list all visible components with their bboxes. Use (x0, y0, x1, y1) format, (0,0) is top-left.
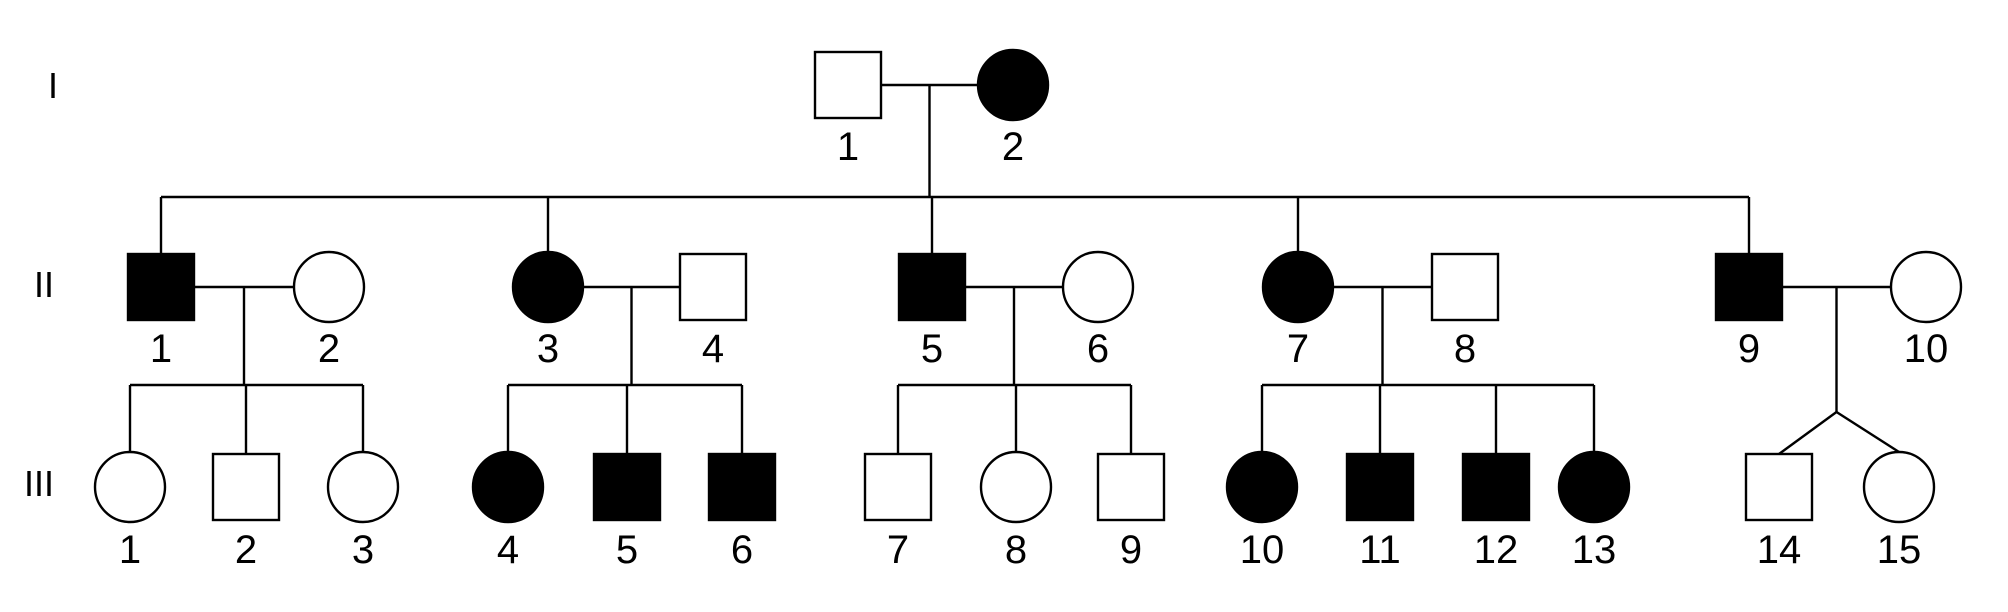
female-circle-II-3 (511, 250, 585, 324)
male-square-III-14 (1744, 452, 1814, 522)
individual-number-I-1: 1 (837, 125, 859, 169)
female-circle-II-6 (1061, 250, 1135, 324)
individual-number-II-7: 7 (1287, 327, 1309, 371)
individual-number-III-7: 7 (887, 528, 909, 572)
twin-line-III-14 (1778, 411, 1838, 455)
male-square-III-9 (1096, 452, 1166, 522)
male-square-III-7 (863, 452, 933, 522)
generation-label-I: I (48, 65, 58, 106)
female-circle-III-4 (471, 450, 545, 524)
male-square-II-1 (126, 252, 196, 322)
female-circle-III-1 (93, 450, 167, 524)
male-square-III-2 (211, 452, 281, 522)
male-square-III-6 (707, 452, 777, 522)
female-circle-III-13 (1557, 450, 1631, 524)
twin-line-III-15 (1835, 410, 1900, 454)
individual-number-III-9: 9 (1120, 528, 1142, 572)
pedigree-individuals (93, 48, 1963, 524)
generation-label-III: III (24, 463, 54, 504)
individual-number-III-4: 4 (497, 528, 519, 572)
individual-number-III-10: 10 (1240, 528, 1285, 572)
male-square-III-12 (1461, 452, 1531, 522)
male-square-II-5 (897, 252, 967, 322)
female-circle-III-10 (1225, 450, 1299, 524)
individual-number-III-8: 8 (1005, 528, 1027, 572)
female-circle-II-7 (1261, 250, 1335, 324)
female-circle-III-8 (979, 450, 1053, 524)
individual-number-III-2: 2 (235, 528, 257, 572)
male-square-III-11 (1345, 452, 1415, 522)
individual-number-II-4: 4 (702, 327, 724, 371)
individual-number-II-1: 1 (150, 327, 172, 371)
individual-number-III-15: 15 (1877, 528, 1922, 572)
individual-number-III-3: 3 (352, 528, 374, 572)
individual-number-II-9: 9 (1738, 327, 1760, 371)
individual-number-II-8: 8 (1454, 327, 1476, 371)
individual-number-III-14: 14 (1757, 528, 1802, 572)
male-square-I-1 (813, 50, 883, 120)
individual-number-I-2: 2 (1002, 125, 1024, 169)
individual-number-III-11: 11 (1359, 528, 1401, 572)
individual-number-III-12: 12 (1474, 528, 1519, 572)
female-circle-I-2 (976, 48, 1050, 122)
individual-number-III-13: 13 (1572, 528, 1617, 572)
male-square-II-9 (1714, 252, 1784, 322)
individual-number-II-5: 5 (921, 327, 943, 371)
female-circle-II-10 (1889, 250, 1963, 324)
individual-number-II-10: 10 (1904, 327, 1949, 371)
male-square-II-8 (1430, 252, 1500, 322)
individual-number-III-6: 6 (731, 528, 753, 572)
individual-number-II-6: 6 (1087, 327, 1109, 371)
pedigree-lines (128, 83, 1900, 455)
male-square-III-5 (592, 452, 662, 522)
individual-number-II-2: 2 (318, 327, 340, 371)
individual-number-III-5: 5 (616, 528, 638, 572)
female-circle-III-3 (326, 450, 400, 524)
individual-number-II-3: 3 (537, 327, 559, 371)
individual-number-III-1: 1 (119, 528, 141, 572)
generation-label-II: II (34, 264, 54, 305)
female-circle-II-2 (292, 250, 366, 324)
female-circle-III-15 (1862, 450, 1936, 524)
male-square-II-4 (678, 252, 748, 322)
